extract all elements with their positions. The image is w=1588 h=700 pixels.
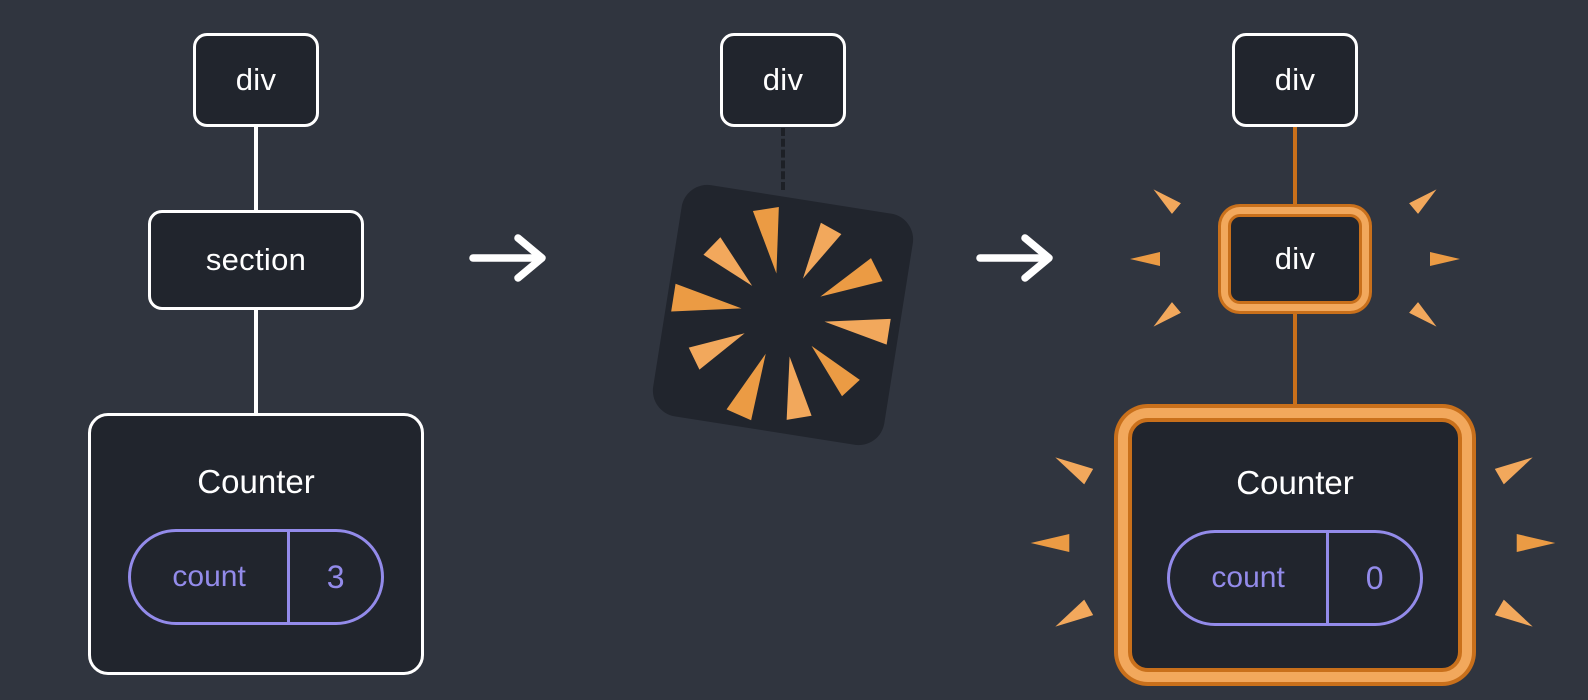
node-div-root-during: div — [720, 33, 846, 127]
counter-component-after: Counter count 0 — [1128, 418, 1462, 672]
spark-icon — [1430, 252, 1460, 266]
state-pill: count 3 — [128, 529, 384, 625]
connector-before-2 — [254, 310, 258, 413]
dashed-connector — [781, 128, 785, 190]
node-div-root-before: div — [193, 33, 319, 127]
spark-icon — [1409, 189, 1437, 215]
node-label: div — [1274, 62, 1316, 97]
spark-icon — [1494, 599, 1533, 627]
node-label: div — [762, 62, 804, 97]
spark-icon — [1153, 301, 1181, 327]
node-label: div — [1274, 241, 1316, 276]
node-label: section — [205, 242, 307, 277]
component-title: Counter — [1236, 464, 1354, 501]
spark-icon — [1055, 599, 1094, 627]
spark-icon — [1153, 189, 1181, 215]
counter-component-before: Counter count 3 — [88, 413, 424, 675]
node-div-root-after: div — [1232, 33, 1358, 127]
connector-before-1 — [254, 127, 258, 210]
node-div-new-highlighted: div — [1228, 214, 1362, 304]
spark-icon — [1130, 252, 1160, 266]
spark-icon — [1516, 534, 1556, 552]
state-pill: count 0 — [1167, 530, 1423, 626]
node-label: div — [235, 62, 277, 97]
state-value: 3 — [326, 558, 345, 595]
spark-icon — [1030, 534, 1070, 552]
poof-explosion-icon — [652, 184, 914, 446]
state-name: count — [131, 532, 291, 622]
spark-icon — [1494, 457, 1533, 485]
component-title: Counter — [197, 463, 315, 500]
arrow-right-icon — [976, 234, 1053, 282]
spark-icon — [1409, 301, 1437, 327]
node-section-before: section — [148, 210, 364, 310]
arrow-right-icon — [469, 234, 546, 282]
connector-after-2 — [1293, 314, 1297, 404]
spark-icon — [1055, 457, 1094, 485]
state-value: 0 — [1365, 559, 1384, 596]
state-name: count — [1170, 533, 1330, 623]
connector-after-1 — [1293, 127, 1297, 205]
